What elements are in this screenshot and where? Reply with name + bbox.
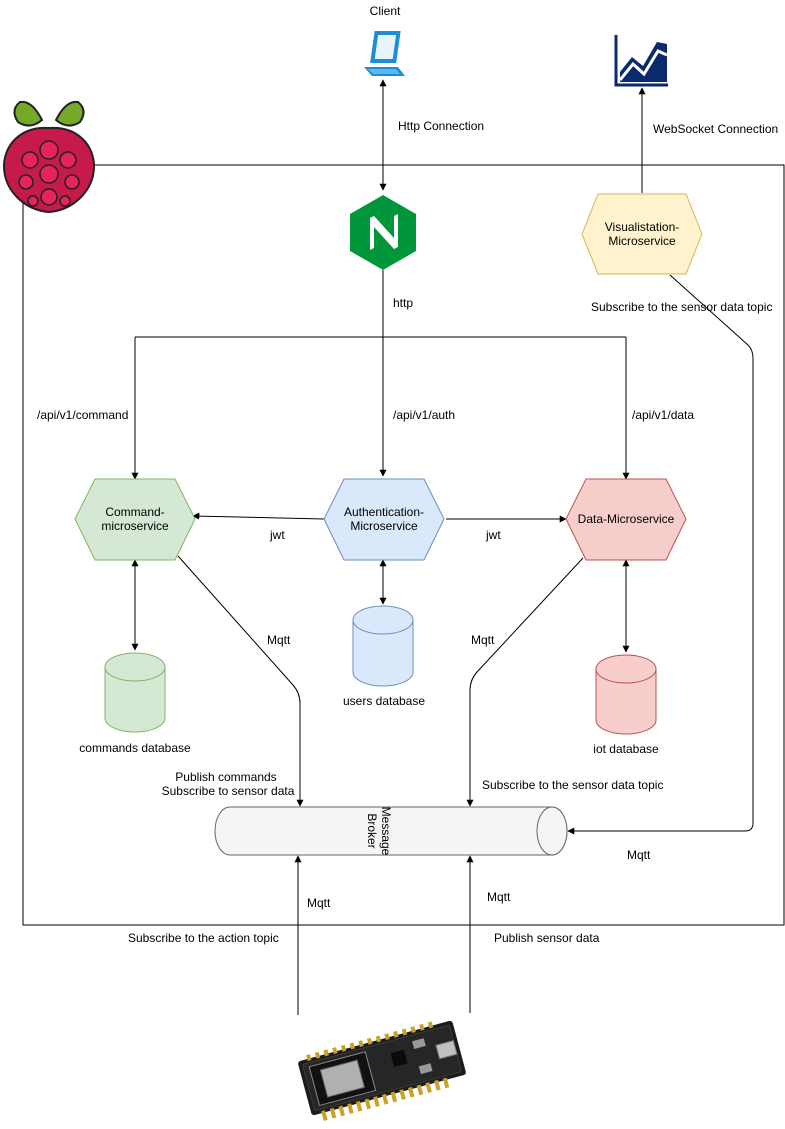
http-label: http [393, 296, 413, 310]
websocket-connection-label: WebSocket Connection [653, 122, 778, 136]
vis-subscribe-label: Subscribe to the sensor data topic [591, 300, 772, 314]
client-label: Client [370, 4, 401, 18]
mqtt-vis-label: Mqtt [627, 848, 651, 862]
command-microservice-label-2: microservice [101, 519, 169, 533]
nginx-logo[interactable] [350, 195, 416, 270]
users-database[interactable] [352, 605, 414, 687]
route-data-label: /api/v1/data [632, 408, 694, 422]
http-connection-label: Http Connection [398, 119, 484, 133]
jwt-right-label: jwt [485, 528, 501, 542]
raspberry-pi-boundary [22, 164, 785, 926]
authentication-microservice[interactable]: Authentication- Microservice [323, 478, 445, 561]
visualisation-microservice-label-2: Microservice [608, 234, 676, 248]
data-microservice-label: Data-Microservice [578, 512, 675, 526]
visualisation-microservice-label-1: Visualistation- [605, 220, 679, 234]
mqtt-device-right-label: Mqtt [487, 890, 511, 904]
command-microservice[interactable]: Command- microservice [74, 478, 196, 561]
esp8266-board[interactable] [296, 1016, 468, 1123]
edge-command-broker [177, 555, 304, 807]
data-subscribe-label: Subscribe to the sensor data topic [482, 778, 663, 792]
laptop-icon[interactable] [364, 31, 405, 76]
message-broker[interactable]: Message Broker [214, 806, 568, 856]
edge-jwt-command [192, 512, 325, 520]
jwt-left-label: jwt [269, 528, 285, 542]
visualisation-microservice[interactable]: Visualistation- Microservice [581, 193, 703, 275]
message-broker-label-1: Message [379, 807, 393, 856]
authentication-microservice-label-1: Authentication- [344, 505, 424, 519]
subscribe-sensor-label: Subscribe to sensor data [162, 784, 295, 798]
users-database-label: users database [343, 694, 425, 708]
message-broker-label-2: Broker [365, 813, 379, 848]
subscribe-action-label: Subscribe to the action topic [128, 931, 279, 945]
command-microservice-label-1: Command- [105, 505, 164, 519]
mqtt-device-left-label: Mqtt [307, 896, 331, 910]
edge-vis-broker [567, 274, 754, 835]
raspberry-pi-logo[interactable] [2, 100, 96, 214]
edge-data-broker [466, 557, 584, 807]
iot-database[interactable] [595, 654, 657, 735]
data-microservice[interactable]: Data-Microservice [565, 478, 687, 561]
commands-database-label: commands database [79, 741, 191, 755]
iot-database-label: iot database [593, 742, 659, 756]
publish-commands-label: Publish commands [175, 770, 276, 784]
edges [131, 79, 754, 1015]
mqtt-command-label: Mqtt [267, 633, 291, 647]
route-auth-label: /api/v1/auth [393, 408, 455, 422]
mqtt-data-label: Mqtt [471, 633, 495, 647]
chart-icon[interactable] [614, 35, 668, 87]
authentication-microservice-label-2: Microservice [350, 519, 418, 533]
commands-database[interactable] [104, 652, 166, 733]
publish-sensor-label: Publish sensor data [494, 931, 600, 945]
route-command-label: /api/v1/command [37, 408, 128, 422]
